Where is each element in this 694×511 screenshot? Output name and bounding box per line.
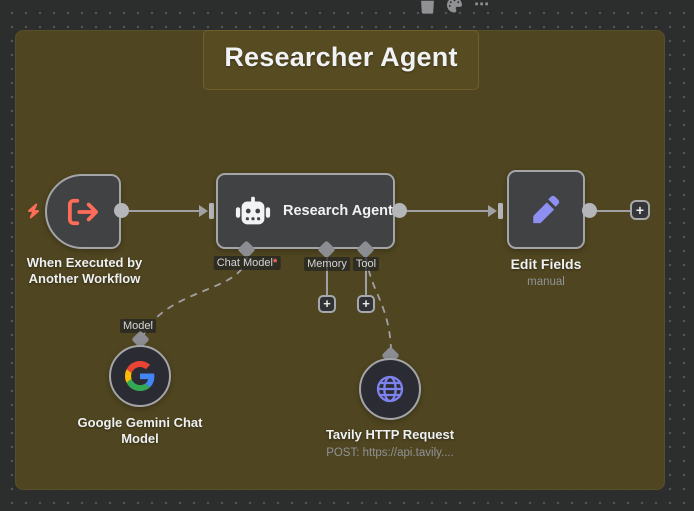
memory-port-label: Memory	[304, 257, 350, 271]
palette-icon[interactable]	[447, 0, 462, 14]
globe-icon	[374, 373, 406, 405]
arrow-right-from-bracket-icon	[67, 196, 99, 228]
connection-edit-plus	[596, 210, 631, 212]
edit-input-port[interactable]	[498, 203, 503, 219]
tavily-node-label: Tavily HTTP Request	[325, 427, 455, 442]
trigger-node-label: When Executed by Another Workflow	[26, 255, 143, 286]
agent-input-port[interactable]	[209, 203, 214, 219]
edit-node-label: Edit Fields	[510, 256, 582, 272]
tavily-node-subtitle: POST: https://api.tavily....	[326, 447, 454, 459]
node-research-agent[interactable]	[216, 173, 395, 249]
memory-stub-line	[326, 255, 328, 296]
add-memory-button[interactable]: +	[318, 295, 336, 313]
sticky-toolbar: ⋯	[420, 0, 490, 14]
agent-output-port[interactable]	[392, 203, 407, 218]
node-edit-fields[interactable]	[507, 170, 585, 249]
edit-output-port[interactable]	[582, 203, 597, 218]
edit-node-subtitle: manual	[527, 276, 565, 288]
node-tavily-http-request[interactable]	[359, 358, 421, 420]
connection-agent-edit	[406, 210, 489, 212]
lightning-bolt-icon	[27, 203, 40, 219]
trash-icon[interactable]	[420, 0, 435, 14]
connection-arrow	[488, 205, 497, 217]
trigger-output-port[interactable]	[114, 203, 129, 218]
required-marker: *	[272, 257, 278, 269]
connection-arrow	[199, 205, 208, 217]
gemini-node-label: Google Gemini Chat Model	[77, 415, 203, 446]
add-tool-button[interactable]: +	[357, 295, 375, 313]
connection-trigger-agent	[129, 210, 200, 212]
add-node-button[interactable]: +	[630, 200, 650, 220]
more-options-icon[interactable]: ⋯	[474, 0, 490, 13]
sticky-note-title: Researcher Agent	[224, 41, 458, 72]
agent-node-title: Research Agent	[283, 203, 393, 219]
chat-model-port-label: Chat Model*	[213, 256, 281, 270]
node-google-gemini-chat-model[interactable]	[109, 345, 171, 407]
gemini-input-label: Model	[120, 319, 156, 333]
robot-icon	[234, 193, 272, 231]
node-when-executed-by-another-workflow[interactable]	[45, 174, 121, 249]
tool-port-label: Tool	[352, 257, 380, 271]
google-g-icon	[125, 361, 155, 391]
tool-stub-line	[365, 255, 367, 296]
pencil-icon	[528, 191, 564, 227]
sticky-note-title-box[interactable]: Researcher Agent	[203, 30, 479, 90]
